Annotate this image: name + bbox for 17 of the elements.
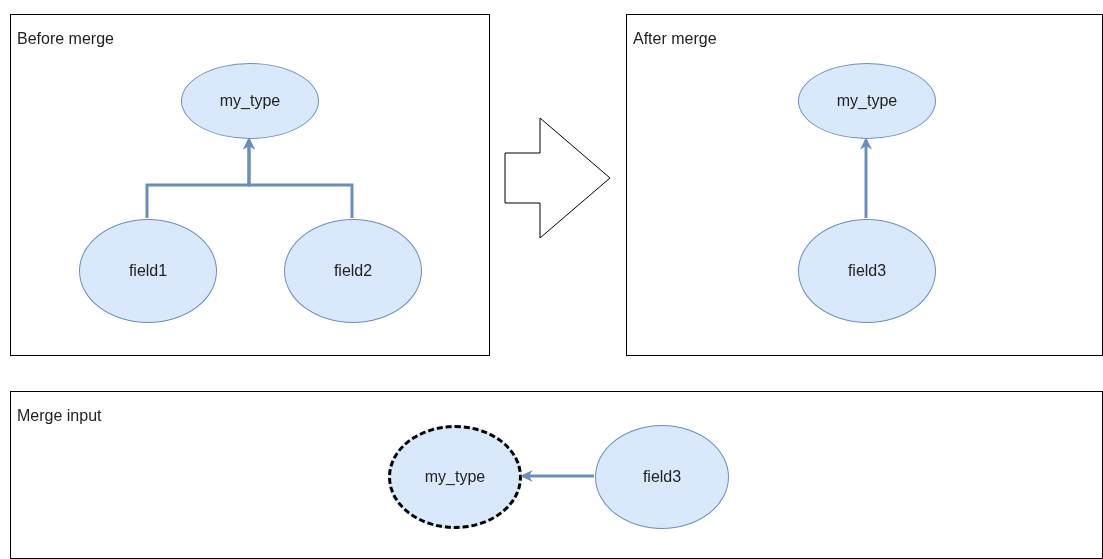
arrow [243,137,354,218]
arrow [860,137,872,218]
group-frame [10,14,490,356]
group-title: After merge [633,29,717,49]
node-label: field1 [128,261,168,281]
node-label: my_type [836,91,898,111]
node-label: field2 [333,261,373,281]
group-title: Before merge [17,29,114,49]
arrow [520,470,594,482]
node-label: my_type [219,91,281,111]
node-label: field3 [847,261,887,281]
group-title: Merge input [17,406,102,426]
node-label: field3 [642,467,682,487]
group-frame [10,391,1103,559]
node-label: my_type [424,467,486,487]
block-arrow [504,117,611,239]
group-frame [626,14,1103,356]
